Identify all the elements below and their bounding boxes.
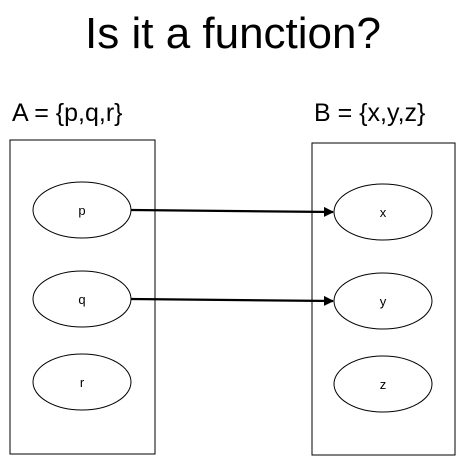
- set-b-element-x: x: [333, 183, 433, 241]
- page-title: Is it a function?: [85, 9, 381, 58]
- element-label-y: y: [380, 294, 387, 309]
- set-a-element-q: q: [32, 270, 132, 328]
- element-label-p: p: [78, 203, 85, 218]
- set-a-box: [9, 139, 156, 455]
- arrow-p-to-x: [130, 206, 334, 217]
- element-label-z: z: [380, 377, 387, 392]
- set-b-element-y: y: [333, 272, 433, 330]
- set-a-element-r: r: [32, 353, 132, 411]
- set-b-box: [311, 142, 456, 456]
- set-b-element-z: z: [333, 355, 433, 413]
- set-b-label: B = {x,y,z}: [314, 99, 426, 127]
- arrow-q-to-y: [130, 295, 334, 306]
- element-label-r: r: [80, 375, 85, 390]
- set-a-element-p: p: [32, 181, 132, 239]
- element-label-x: x: [380, 205, 387, 220]
- set-a-label: A = {p,q,r}: [12, 99, 123, 127]
- element-label-q: q: [78, 292, 85, 307]
